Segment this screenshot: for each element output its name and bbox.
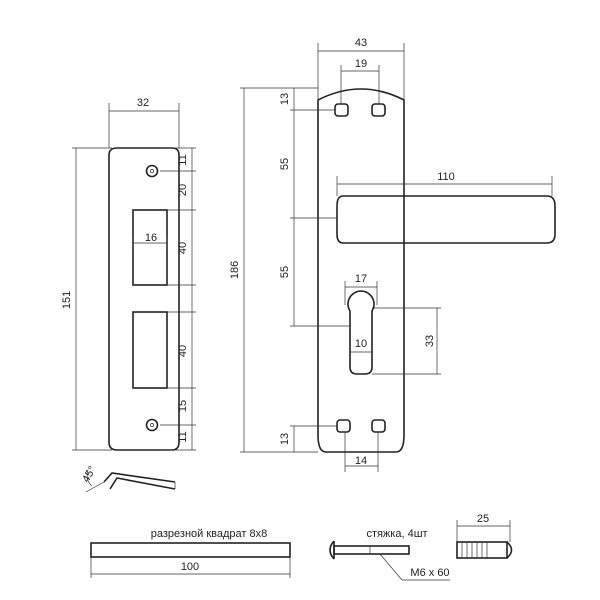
strike-width-label: 32 — [137, 97, 149, 109]
hole-spacing-top-label: 19 — [355, 58, 367, 70]
hole-offset-top-label: 13 — [279, 93, 291, 105]
strike-hole-bottom-label: 11 — [177, 431, 189, 442]
handle-backplate — [317, 88, 405, 453]
cylinder-height-label: 33 — [424, 335, 436, 347]
strike-top-gap-label: 20 — [177, 184, 189, 196]
strike-plate-bend-view — [85, 469, 176, 493]
handle-dimensions — [240, 43, 553, 472]
handle-lever — [336, 195, 556, 244]
screw-length-label: 25 — [477, 513, 489, 525]
strike-plate — [72, 103, 196, 451]
strike-bottom-gap-label: 15 — [177, 400, 189, 412]
connecting-screws — [329, 520, 513, 581]
hole-offset-bottom-label: 13 — [279, 433, 291, 445]
strike-slot-upper-label: 40 — [177, 242, 189, 254]
plate-height-label: 186 — [229, 261, 241, 279]
strike-slot-width-label: 16 — [145, 232, 157, 244]
lever-length-label: 110 — [437, 171, 455, 183]
upper-distance-label: 55 — [279, 158, 291, 170]
screw-size-label: М6 х 60 — [410, 567, 449, 579]
strike-slot-lower-label: 40 — [177, 345, 189, 357]
strike-height-label: 151 — [61, 291, 73, 309]
lower-distance-label: 55 — [279, 266, 291, 278]
cylinder-width-label: 17 — [355, 273, 367, 285]
plate-width-label: 43 — [355, 37, 367, 49]
strike-hole-top-label: 11 — [177, 154, 189, 165]
dimension-labels: 32 151 11 20 16 40 40 15 11 45° 43 19 13… — [61, 37, 489, 579]
screws-caption: стяжка, 4шт — [366, 528, 427, 540]
cylinder-pin-label: 10 — [355, 338, 367, 350]
hole-spacing-bottom-label: 14 — [355, 455, 367, 467]
spindle-caption: разрезной квадрат 8х8 — [151, 528, 267, 540]
bend-angle-label: 45° — [80, 464, 99, 484]
spindle — [90, 542, 291, 578]
spindle-length-label: 100 — [181, 561, 199, 573]
